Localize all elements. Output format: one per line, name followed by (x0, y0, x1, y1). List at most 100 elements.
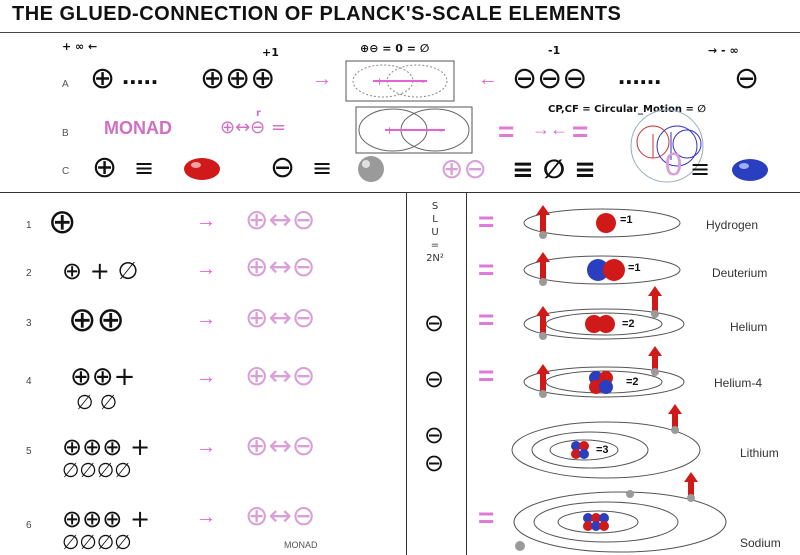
row-b-label: B (62, 128, 69, 139)
slu-s: S (420, 200, 450, 213)
row-a-dots-left: ..... (122, 60, 158, 90)
row-1-number: 1 (26, 220, 32, 231)
row-b-formula: ⊕↔⊖ = (220, 117, 286, 138)
row-c-minus: ⊖ (270, 153, 295, 183)
column-divider-left (406, 192, 407, 555)
row-a-minus-right: ⊖ (734, 64, 759, 94)
row-3-count: =2 (622, 318, 635, 330)
row-6-monad: ⊕↔⊖ (245, 502, 315, 530)
zero-equals-label: ⊕⊖ = 0 = ∅ (360, 42, 429, 55)
row-3-equals: = (478, 308, 494, 332)
row-b-arrows-symbol: →← (532, 119, 568, 140)
row-5-mid-minus-top: ⊖ (424, 420, 444, 450)
row-4-equals: = (478, 364, 494, 388)
row-a-arrow-right: → (312, 68, 332, 91)
row-6-number: 6 (26, 520, 32, 531)
minus-one-label: -1 (548, 44, 560, 57)
row-6-left-bottom: ∅∅∅∅ (62, 532, 132, 552)
row-4-number: 4 (26, 376, 32, 387)
slu-eq: = (420, 239, 450, 252)
plus-infinity-label: + ∞ ← (62, 40, 97, 53)
row-5-monad: ⊕↔⊖ (245, 432, 315, 460)
plus-one-label: +1 (262, 46, 279, 59)
row-c-equiv-1: ≡ (134, 153, 154, 183)
svg-text:-: - (421, 75, 425, 88)
row-1-left: ⊕ (48, 205, 77, 239)
row-6-equals: = (478, 506, 494, 530)
minus-infinity-label: → - ∞ (708, 44, 739, 57)
row-a-minus-group: ⊖⊖⊖ (512, 64, 587, 94)
row-4-atom (522, 344, 702, 402)
slu-column: S L U = 2N² (420, 200, 450, 265)
row-3-element: Helium (730, 320, 767, 334)
row-a-dipole-box: + - (345, 60, 455, 102)
row-5-left-bottom: ∅∅∅∅ (62, 460, 132, 480)
row-a-arrow-left: ← (478, 68, 498, 91)
row-2-element: Deuterium (712, 266, 767, 280)
row-c-plus: ⊕ (92, 153, 117, 183)
row-a-plus-left: ⊕ (90, 64, 115, 94)
slu-u: U (420, 226, 450, 239)
row-5-arrow: → (196, 436, 216, 459)
row-3-number: 3 (26, 318, 32, 329)
row-5-count: =3 (596, 444, 609, 456)
row-4-left-bottom: ∅ ∅ (76, 392, 117, 412)
row-1-atom (522, 203, 692, 243)
row-b-monad-word: MONAD (104, 118, 172, 139)
row-3-atom (522, 284, 702, 344)
row-4-left: ⊕⊕+ (70, 362, 135, 392)
svg-text:-: - (439, 124, 443, 137)
row-a-label: A (62, 79, 69, 90)
row-3-left: ⊕⊕ (68, 303, 125, 337)
row-4-count: =2 (626, 376, 639, 388)
red-sphere (180, 157, 224, 181)
row-c-empty-set: ≡ ∅ ≡ (512, 155, 596, 185)
row-5-mid-minus-bottom: ⊖ (424, 448, 444, 478)
row-b-equals-2: = (572, 120, 588, 144)
row-c-equiv-3: ≡ (690, 154, 710, 184)
row-2-equals: = (478, 258, 494, 282)
svg-text:+: + (375, 75, 384, 88)
row-a-plus-group: ⊕⊕⊕ (200, 64, 275, 94)
row-c-zero: 0 (664, 152, 683, 180)
row-6-atom (510, 470, 730, 555)
row-3-mid-minus: ⊖ (424, 308, 444, 338)
row-4-element: Helium-4 (714, 376, 762, 390)
row-6-arrow: → (196, 506, 216, 529)
slu-l: L (420, 213, 450, 226)
row-2-monad: ⊕↔⊖ (245, 253, 315, 281)
blue-sphere (728, 158, 772, 182)
row-a-dots-right: ...... (618, 60, 661, 90)
row-1-element: Hydrogen (706, 218, 758, 232)
row-4-arrow: → (196, 366, 216, 389)
column-divider-right (466, 192, 467, 555)
grey-sphere (350, 155, 392, 183)
row-5-number: 5 (26, 446, 32, 457)
row-1-count: =1 (620, 214, 633, 226)
slu-2n2: 2N² (420, 252, 450, 265)
row-2-left: ⊕ + ∅ (62, 256, 138, 286)
row-2-arrow: → (196, 258, 216, 281)
section-divider (0, 192, 800, 193)
row-c-pair-symbols: ⊕⊖ (440, 155, 487, 183)
row-3-arrow: → (196, 308, 216, 331)
row-1-arrow: → (196, 210, 216, 233)
row-2-number: 2 (26, 268, 32, 279)
monad-caption: MONAD (284, 540, 318, 550)
row-c-label: C (62, 166, 69, 177)
row-1-monad: ⊕↔⊖ (245, 206, 315, 234)
row-3-monad: ⊕↔⊖ (245, 304, 315, 332)
row-6-element: Sodium (740, 536, 781, 550)
row-4-mid-minus: ⊖ (424, 364, 444, 394)
row-b-equals-1: = (498, 120, 514, 144)
row-c-equiv-2: ≡ (312, 153, 332, 183)
svg-text:+: + (385, 124, 394, 137)
row-5-element: Lithium (740, 446, 779, 460)
diagram-title: THE GLUED-CONNECTION OF PLANCK'S-SCALE E… (12, 3, 621, 26)
row-2-count: =1 (628, 262, 641, 274)
row-4-monad: ⊕↔⊖ (245, 362, 315, 390)
row-1-equals: = (478, 210, 494, 234)
row-b-dipole-box: + - (355, 106, 473, 154)
title-divider (0, 32, 800, 33)
